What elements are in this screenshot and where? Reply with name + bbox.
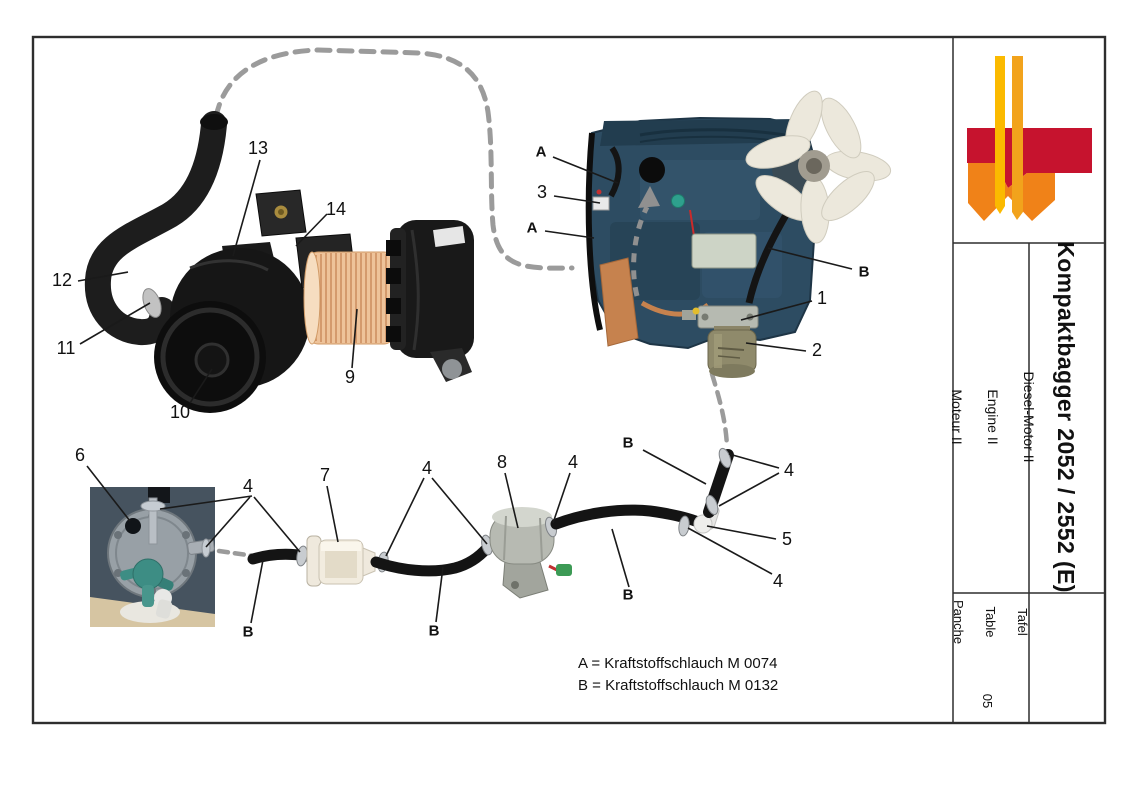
callout-4-pump: 4	[567, 452, 579, 472]
callout-1: 1	[816, 288, 828, 308]
brand-logo	[967, 56, 1092, 221]
sheet-number: 05	[980, 693, 996, 709]
fuel-filter-assembly	[682, 305, 759, 378]
pickup-fitting	[120, 558, 174, 607]
cooling-fan	[745, 90, 892, 244]
subtitle-fr: Moteur II	[949, 389, 965, 445]
flow-arrow-dashes	[631, 205, 650, 297]
regulator-box	[691, 233, 757, 269]
filter-cartridge	[303, 251, 395, 345]
callout-6: 6	[74, 445, 86, 465]
outlet-fitting	[442, 359, 462, 379]
inline-fuel-filter-7	[306, 535, 376, 587]
air-intake-routing-line	[213, 47, 575, 271]
fuel-pump-8	[489, 507, 572, 599]
callout-8: 8	[496, 452, 508, 472]
air-cleaner-assembly	[84, 111, 474, 413]
page-border	[31, 35, 1107, 725]
hose-b-3	[550, 504, 704, 530]
callout-b-engine: B	[858, 263, 870, 281]
leader-lines	[77, 156, 853, 624]
subtitle-de: Diesel-Motor II	[1021, 371, 1037, 463]
callout-12: 12	[51, 270, 73, 290]
green-cap	[671, 194, 685, 208]
subtitle-en: Engine II	[985, 389, 1001, 445]
sheet-subtitle: Diesel-Motor II Engine II Moteur II	[949, 317, 1037, 517]
fuel-line	[247, 447, 734, 599]
callout-b-hose1: B	[242, 623, 254, 641]
callout-3: 3	[536, 182, 548, 202]
callout-2: 2	[811, 340, 823, 360]
copper-strap	[599, 257, 639, 347]
hose-b-2	[370, 542, 493, 577]
tank-port-6	[125, 518, 141, 534]
callout-10: 10	[169, 402, 191, 422]
callout-b-hose2: B	[428, 622, 440, 640]
tank-routing-line	[216, 548, 257, 559]
callout-11: 11	[56, 338, 76, 358]
hose-clamp	[678, 515, 690, 537]
routing-dashed-lines	[213, 47, 730, 559]
callout-13: 13	[247, 138, 269, 158]
pump-connector	[556, 564, 572, 576]
fuel-hose-a	[608, 146, 622, 198]
filter-housing	[154, 242, 310, 413]
sheet-label-fr: Panche	[951, 599, 966, 645]
callout-a-2: A	[526, 219, 538, 237]
callout-b-riser: B	[622, 434, 634, 452]
engine-photo	[585, 90, 892, 378]
callout-9: 9	[344, 367, 356, 387]
pickup-bolt	[148, 497, 158, 545]
port-marker-dot	[639, 157, 665, 183]
fuel-tank-photo	[90, 487, 215, 627]
housing-label	[433, 225, 466, 248]
callout-b-hose3: B	[622, 586, 634, 604]
sheet-label-en: Table	[983, 606, 998, 638]
legend-line-b: B = Kraftstoffschlauch M 0132	[578, 677, 779, 694]
callout-4-elbow: 4	[772, 571, 784, 591]
flow-arrowhead-icon	[638, 186, 660, 208]
filter-end-housing	[386, 220, 474, 382]
intake-hose	[84, 111, 227, 345]
hose-clamp	[718, 447, 732, 469]
callout-7: 7	[319, 465, 331, 485]
callout-14: 14	[325, 199, 347, 219]
legend-line-a: A = Kraftstoffschlauch M 0074	[578, 655, 778, 672]
callout-a-1: A	[535, 143, 547, 161]
sheet-label-de: Tafel	[1015, 608, 1030, 636]
callout-4-riser: 4	[783, 460, 795, 480]
fuel-fitting-3	[592, 196, 610, 211]
callout-4-filter: 4	[421, 458, 433, 478]
callout-4-tank: 4	[242, 476, 254, 496]
fuel-filter-routing-line	[709, 371, 730, 450]
callout-5: 5	[781, 529, 793, 549]
hose-clamp	[705, 494, 719, 516]
sheet-label: Tafel Table Panche	[951, 562, 1030, 682]
